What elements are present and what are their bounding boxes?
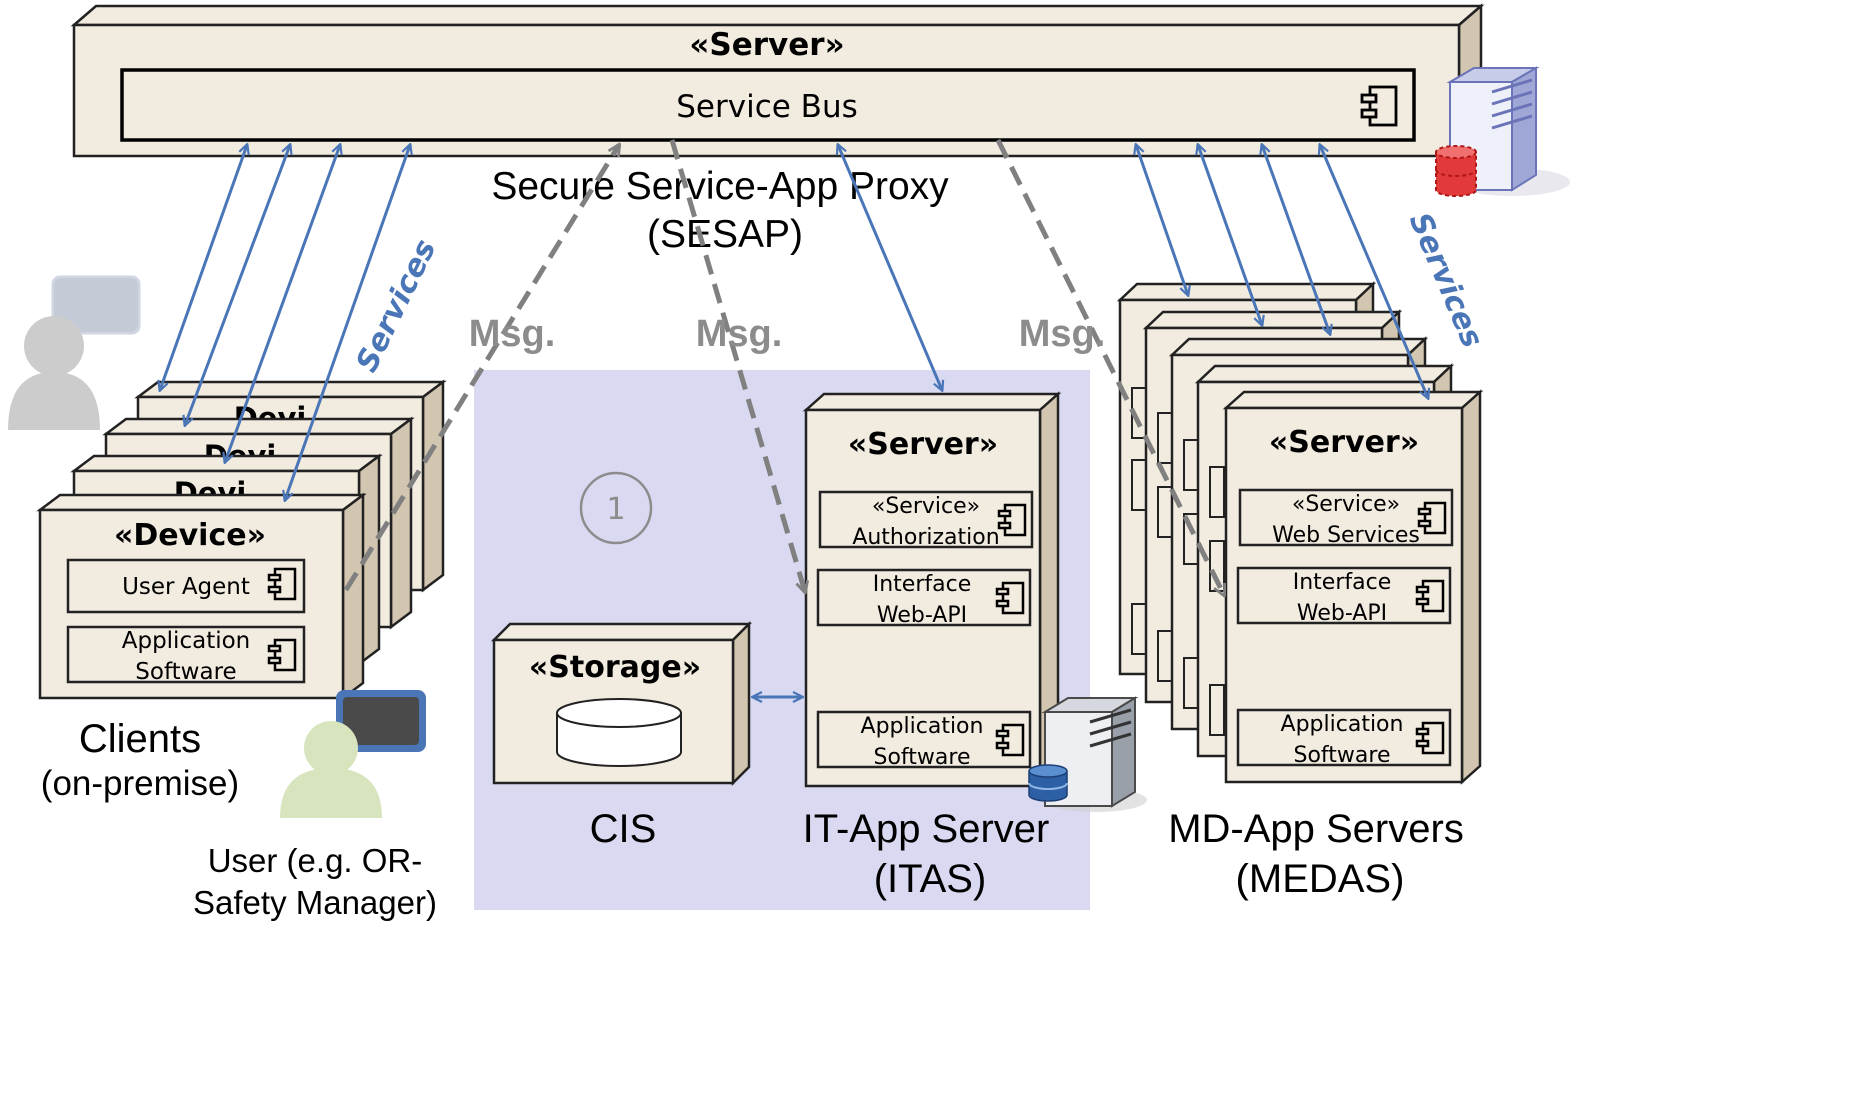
marker-circle (579, 471, 653, 545)
user-label-line2: Safety Manager) (193, 884, 437, 921)
authorization-service-component (818, 490, 1034, 549)
component-icon (997, 503, 1027, 537)
clients-sublabel: (on-premise) (41, 764, 239, 803)
service-link-itas (838, 145, 942, 390)
component-icon (1417, 501, 1447, 535)
user-agent-component (66, 558, 306, 614)
storage-stereotype: «Storage» (529, 650, 701, 685)
service-link (1198, 145, 1262, 325)
storage-node: «Storage» (490, 620, 753, 787)
client-user-icon (8, 272, 144, 430)
component-icon (1415, 579, 1445, 613)
web-api-label-l2: Web-API (877, 603, 967, 628)
web-api-interface-component (816, 568, 1032, 627)
service-flows (160, 145, 1428, 500)
itas-application-software-component (816, 710, 1032, 769)
itas-app-label-l2: Software (874, 745, 971, 770)
medas-stereotype: «Server» (1269, 425, 1419, 460)
msg-label-middle: Msg. (696, 313, 783, 355)
msg-flow-bus-to-itas (669, 139, 805, 592)
component-icon (995, 723, 1025, 757)
cis-label: CIS (590, 807, 657, 851)
database-icon-red (1435, 145, 1477, 197)
itas-server-tower-icon (1041, 696, 1147, 812)
user-label-line1: User (e.g. OR- (208, 842, 423, 879)
marker-number: 1 (606, 492, 625, 527)
medas-caption-line2: (MEDAS) (1236, 857, 1405, 901)
msg-flow-device-to-bus (343, 145, 619, 592)
storage-database-icon (556, 698, 682, 767)
app-software-label-l2: Software (135, 659, 236, 685)
medas-app-label-l1: Application (1281, 712, 1404, 737)
medas-application-software-component (1236, 708, 1452, 767)
database-icon-blue (1028, 764, 1068, 802)
device-node-front: «Device» User Agent Application Software (36, 492, 367, 701)
service-link (1320, 145, 1428, 398)
medas-server-stack: «Server» «Service» Web Services Interfac… (1116, 281, 1484, 785)
web-api-label-l1: Interface (873, 572, 972, 597)
service-link (285, 145, 410, 500)
server-bus-stereotype: «Server» (689, 27, 844, 63)
service-bus-component (120, 68, 1416, 142)
service-bus-label: Service Bus (676, 89, 858, 125)
itas-caption-line2: (ITAS) (874, 857, 987, 901)
medas-app-label-l2: Software (1294, 743, 1391, 768)
medas-node-front: «Server» «Service» Web Services Interfac… (1222, 389, 1484, 785)
web-services-label-l2: Web Services (1272, 523, 1420, 548)
application-software-component (66, 625, 306, 684)
sesap-label-line2: (SESAP) (647, 213, 803, 256)
itas-app-label-l1: Application (861, 714, 984, 739)
msg-flow-bus-to-medas (995, 138, 1227, 595)
clients-label: Clients (79, 717, 201, 761)
device-stack: Devi Devi Devi «Device» User Agent (36, 379, 447, 701)
msg-label-right: Msg. (1019, 313, 1106, 355)
message-flows (343, 138, 1227, 595)
medas-web-api-component (1236, 566, 1452, 625)
medas-web-api-label-l2: Web-API (1297, 601, 1387, 626)
component-icon (1360, 85, 1398, 127)
services-label-right: Services (1402, 208, 1490, 353)
authorization-label-l1: «Service» (872, 494, 980, 519)
component-icon (267, 638, 297, 672)
authorization-label-l2: Authorization (852, 525, 999, 550)
service-link (1136, 145, 1188, 295)
user-agent-label: User Agent (122, 574, 250, 600)
component-icon (1415, 721, 1445, 755)
safety-manager-user-icon (280, 690, 426, 818)
service-link (160, 145, 247, 390)
itas-server-node: «Server» «Service» Authorization Interfa… (802, 391, 1062, 789)
itas-stereotype: «Server» (848, 427, 998, 462)
component-icon (995, 581, 1025, 615)
device-stereotype: «Device» (114, 518, 266, 553)
web-services-component (1238, 488, 1454, 547)
msg-label-left: Msg. (469, 313, 556, 355)
server-bus-node: «Server» Service Bus (70, 3, 1485, 159)
services-label-left: Services (349, 234, 443, 377)
medas-caption-line1: MD-App Servers (1168, 807, 1464, 851)
itas-caption-line1: IT-App Server (803, 807, 1050, 851)
component-icon (267, 567, 297, 601)
medas-web-api-label-l1: Interface (1293, 570, 1392, 595)
app-software-label-l1: Application (122, 628, 251, 654)
sesap-label-line1: Secure Service-App Proxy (491, 165, 949, 208)
web-services-label-l1: «Service» (1292, 492, 1400, 517)
